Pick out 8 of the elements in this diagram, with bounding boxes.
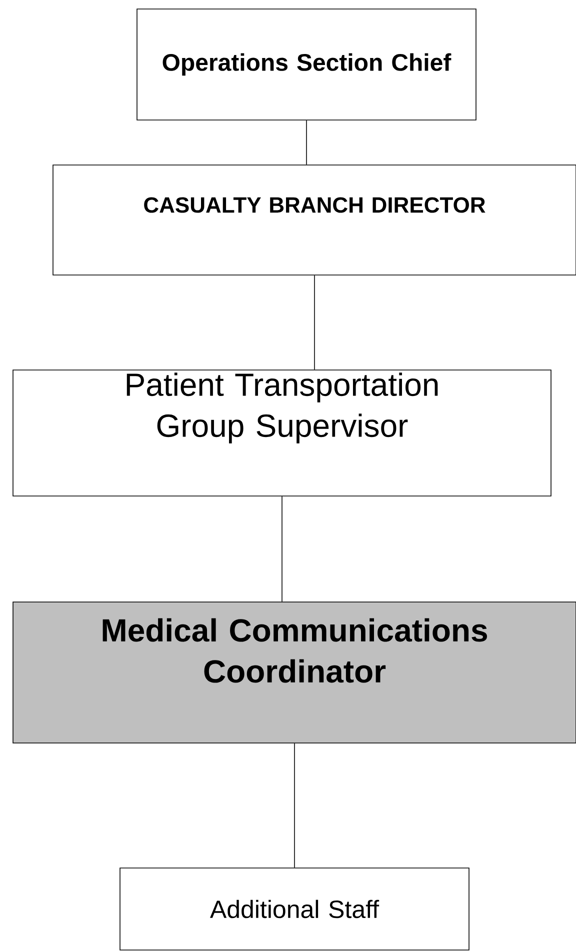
- connector-line: [314, 275, 315, 370]
- connector-line: [294, 743, 295, 868]
- org-box: Patient Transportation Group Supervisor: [12, 370, 552, 496]
- org-box: Operations Section Chief: [136, 8, 476, 120]
- org-box: CASUALTY BRANCH DIRECTOR: [52, 164, 576, 276]
- connector-line: [306, 120, 307, 165]
- org-box: Additional Staff: [120, 868, 470, 950]
- org-box: Medical Communications Coordinator: [12, 602, 576, 744]
